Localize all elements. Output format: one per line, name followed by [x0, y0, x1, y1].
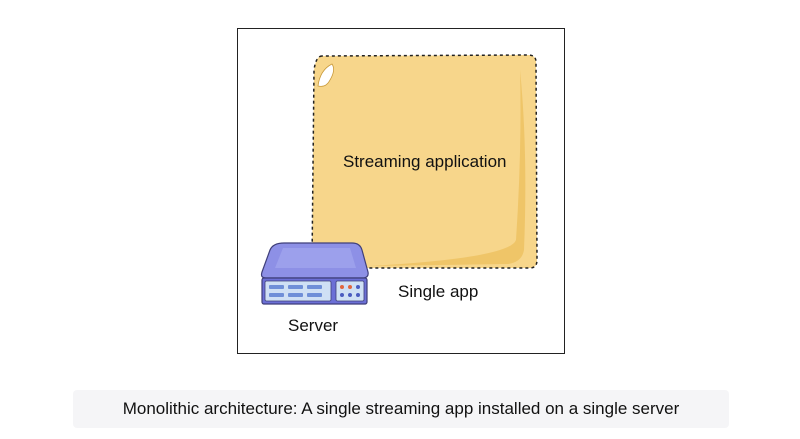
single-app-label: Single app: [398, 282, 479, 301]
streaming-app-box: [311, 54, 538, 269]
server-icon: [260, 242, 369, 305]
figure-caption: Monolithic architecture: A single stream…: [122, 399, 680, 418]
diagram-frame: [237, 28, 565, 354]
streaming-application-label: Streaming application: [343, 152, 507, 171]
caption-box: Monolithic architecture: A single stream…: [73, 390, 729, 428]
highlight-shine: [317, 63, 334, 87]
server-label: Server: [288, 316, 339, 335]
